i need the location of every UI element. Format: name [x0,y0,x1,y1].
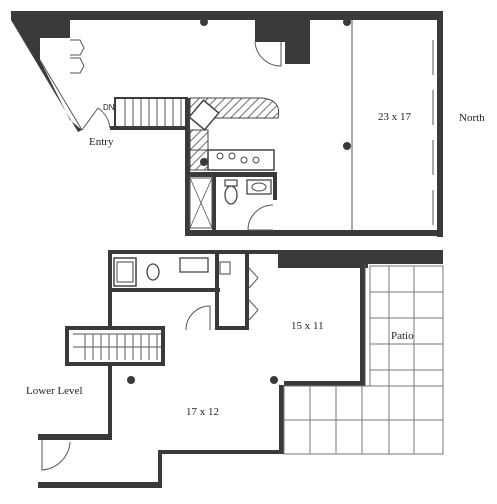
stair-enclosure-wall [65,326,165,330]
lower-top-thick-wall [278,250,368,268]
upper-closet-block [255,20,285,42]
entry-label: Entry [89,136,114,148]
lower-left-wall [108,366,112,438]
lower-sink [179,257,209,273]
lower-level-label: Lower Level [26,385,83,397]
upper-column-1 [200,18,208,26]
lower-bottom-left-wall [38,482,162,488]
kitchen-sink [188,99,220,131]
bath-top-wall [185,172,277,177]
upper-toilet [224,185,238,205]
lower-column-1 [127,376,135,384]
entry-closet-doors [70,39,85,74]
upper-column-2 [343,18,351,26]
upper-diagonal-wall [11,20,82,132]
living-dimensions: 17 x 12 [186,406,219,418]
lower-door-swing [41,440,71,471]
lower-top-wall [108,250,443,254]
lower-top-thick-wall-2 [368,250,443,264]
stair-down-label: DN [103,103,115,112]
bath-right-wall [273,172,277,200]
bedroom-dimensions: 15 x 11 [291,320,324,332]
stair-core-wall [185,98,190,236]
upper-level-plan [11,11,443,237]
lower-column-2 [270,376,278,384]
bath-door-swing [247,204,274,231]
patio-tiles [283,265,444,455]
lower-bath-wall [112,288,220,292]
kitchen-side-counter [189,129,209,151]
lower-stair [73,333,161,360]
closet-doors-lower [248,267,259,321]
closet-door-swing [254,41,282,67]
upper-stair [114,97,188,129]
lower-toilet [146,263,160,281]
entry-column [40,20,70,38]
patio-label: Patio [391,330,414,342]
upper-right-wall [437,11,443,237]
lower-bath-door [185,305,211,331]
lower-left-bottom-wall [38,434,112,440]
upper-bottom-wall [185,230,443,236]
upper-top-wall [11,11,443,20]
upper-room-dimensions: 23 x 17 [378,111,411,123]
upper-bath-sink [246,179,272,195]
entry-door-swing [81,107,111,131]
kitchen-range [207,149,275,171]
stair-wall [110,126,190,130]
lower-left-wall-upper [108,250,112,330]
lower-tub [113,257,137,287]
bedroom-right-wall [360,264,365,386]
upper-closet-block-2 [285,20,310,64]
bath-mid-wall [212,172,216,234]
lower-level-plan [38,250,444,488]
upper-column-3 [343,142,351,150]
kitchen-column [200,158,208,166]
shower [189,177,213,229]
north-label: North [459,112,485,124]
